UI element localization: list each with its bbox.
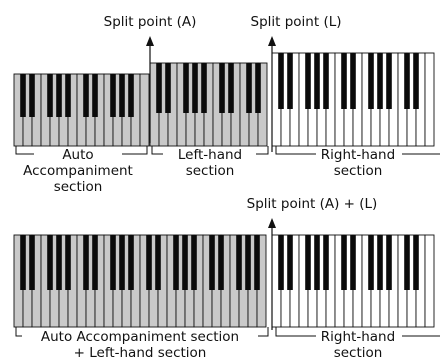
- auto-section-bracket: [15, 146, 148, 155]
- black-key: [56, 74, 62, 117]
- black-key: [29, 235, 35, 290]
- black-key: [128, 235, 134, 290]
- black-key: [305, 235, 311, 290]
- auto-section-label-line3: section: [54, 179, 103, 195]
- black-key: [278, 53, 284, 109]
- keyboard-b-right-section: [271, 234, 435, 328]
- split-point-al-label: Split point (A) + (L): [247, 196, 378, 212]
- split-point-l-arrow: [268, 36, 276, 152]
- white-key: [424, 234, 435, 328]
- black-key: [173, 235, 179, 290]
- black-key: [128, 74, 134, 117]
- black-key: [119, 74, 125, 117]
- black-key: [110, 74, 116, 117]
- left-section-bracket: [151, 146, 269, 155]
- black-key: [219, 63, 225, 113]
- black-key: [29, 74, 35, 117]
- black-key: [20, 235, 26, 290]
- black-key: [278, 235, 284, 290]
- black-key: [191, 235, 197, 290]
- black-key: [218, 235, 224, 290]
- black-key: [209, 235, 215, 290]
- black-key: [350, 53, 356, 109]
- black-key: [92, 74, 98, 117]
- black-key: [201, 63, 207, 113]
- black-key: [377, 235, 383, 290]
- white-key: [424, 52, 435, 147]
- black-key: [65, 235, 71, 290]
- black-key: [156, 63, 162, 113]
- black-key: [192, 63, 198, 113]
- black-key: [386, 53, 392, 109]
- black-key: [155, 235, 161, 290]
- black-key: [182, 235, 188, 290]
- black-key: [341, 235, 347, 290]
- black-key: [368, 53, 374, 109]
- right-section-b-bracket: [275, 327, 440, 337]
- keyboard-b-combined-section: [13, 234, 267, 328]
- combined-section-label-line2: + Left-hand section: [74, 345, 207, 360]
- left-section-label-line1: Left-hand: [178, 147, 242, 163]
- black-key: [287, 53, 293, 109]
- black-key: [350, 235, 356, 290]
- black-key: [323, 53, 329, 109]
- black-key: [47, 74, 53, 117]
- black-key: [404, 53, 410, 109]
- keyboard-a: [13, 52, 435, 147]
- keyboard-a-right-section: [271, 52, 435, 147]
- split-point-l-label: Split point (L): [251, 14, 342, 30]
- black-key: [183, 63, 189, 113]
- combined-section-bracket: [15, 327, 269, 337]
- white-key: [139, 73, 150, 147]
- right-section-label-line1: Right-hand: [321, 147, 395, 163]
- black-key: [386, 235, 392, 290]
- keyboard-a-auto-section: [13, 73, 150, 147]
- black-key: [314, 235, 320, 290]
- black-key: [119, 235, 125, 290]
- right-section-b-label-line2: section: [334, 345, 383, 360]
- left-section-label-line2: section: [186, 163, 235, 179]
- black-key: [83, 235, 89, 290]
- black-key: [92, 235, 98, 290]
- black-key: [83, 74, 89, 117]
- black-key: [56, 235, 62, 290]
- black-key: [413, 53, 419, 109]
- black-key: [314, 53, 320, 109]
- combined-section-label-line1: Auto Accompaniment section: [41, 329, 239, 345]
- black-key: [245, 235, 251, 290]
- black-key: [255, 63, 261, 113]
- black-key: [404, 235, 410, 290]
- split-point-a-label: Split point (A): [104, 14, 197, 30]
- black-key: [65, 74, 71, 117]
- black-key: [368, 235, 374, 290]
- black-key: [228, 63, 234, 113]
- keyboard-b: [13, 234, 435, 328]
- right-section-b-label-line1: Right-hand: [321, 329, 395, 345]
- black-key: [323, 235, 329, 290]
- black-key: [246, 63, 252, 113]
- split-point-a-arrow: [146, 36, 154, 143]
- black-key: [110, 235, 116, 290]
- right-section-label-line2: section: [334, 163, 383, 179]
- auto-section-label-line1: Auto: [62, 147, 93, 163]
- black-key: [287, 235, 293, 290]
- black-key: [305, 53, 311, 109]
- black-key: [254, 235, 260, 290]
- black-key: [146, 235, 152, 290]
- black-key: [47, 235, 53, 290]
- keyboard-a-left-section: [149, 62, 268, 147]
- black-key: [165, 63, 171, 113]
- auto-section-label-line2: Accompaniment: [23, 163, 133, 179]
- right-section-bracket: [275, 146, 440, 155]
- split-point-al-arrow: [268, 218, 276, 330]
- black-key: [236, 235, 242, 290]
- black-key: [413, 235, 419, 290]
- black-key: [341, 53, 347, 109]
- black-key: [20, 74, 26, 117]
- black-key: [377, 53, 383, 109]
